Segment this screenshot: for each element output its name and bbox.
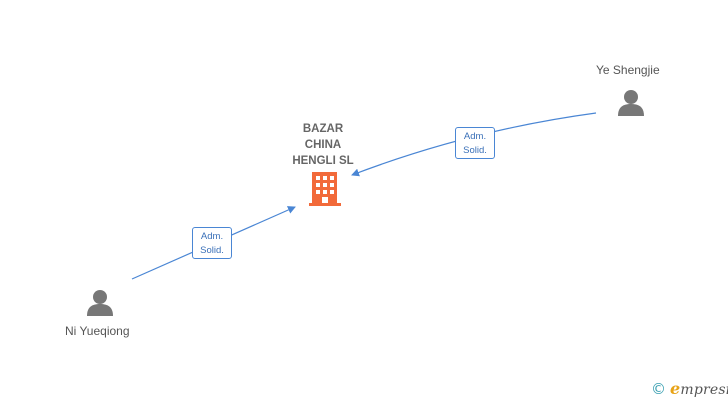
person-name-ni-yueqiong[interactable]: Ni Yueqiong xyxy=(65,324,130,338)
role-badge-line: Adm. xyxy=(463,131,487,142)
empresia-logo[interactable]: empresia xyxy=(670,379,728,398)
role-badge-line: Adm. xyxy=(200,231,224,242)
person-name-ye-shengjie[interactable]: Ye Shengjie xyxy=(596,63,660,77)
company-name-line: CHINA xyxy=(304,139,342,151)
role-badge[interactable]: Adm. Solid. xyxy=(455,127,495,159)
company-name-line: HENGLI SL xyxy=(292,155,354,167)
copyright-symbol: © xyxy=(651,380,666,398)
role-badge-line: Solid. xyxy=(463,145,487,156)
person-icon[interactable] xyxy=(87,290,113,316)
role-badge[interactable]: Adm. Solid. xyxy=(192,227,232,259)
person-icon[interactable] xyxy=(618,90,644,116)
building-icon[interactable] xyxy=(309,172,341,206)
logo-initial: e xyxy=(670,379,681,398)
company-name[interactable]: BAZAR CHINA HENGLI SL xyxy=(263,121,383,169)
logo-text: mpresia xyxy=(680,382,728,398)
company-name-line: BAZAR xyxy=(302,123,344,135)
role-badge-line: Solid. xyxy=(200,245,224,256)
